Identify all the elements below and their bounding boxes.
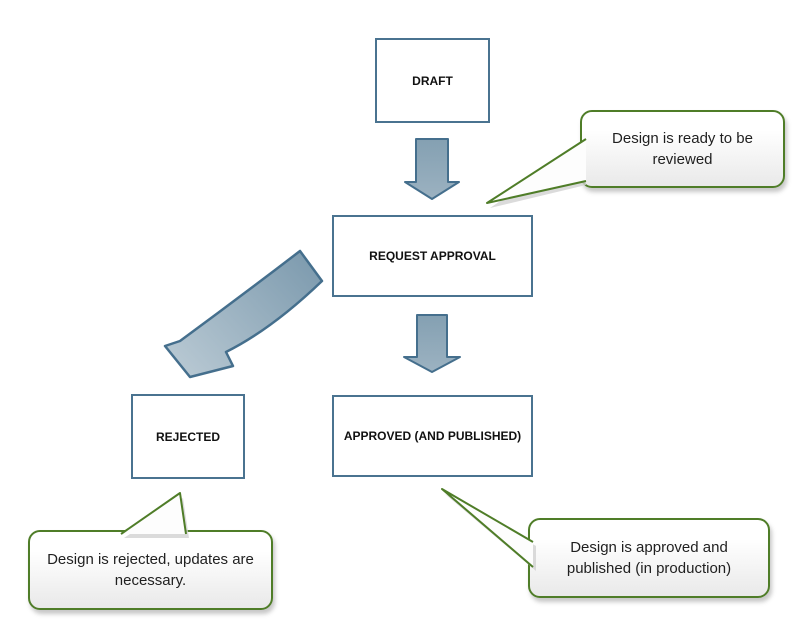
- callout-rejected-tail: [120, 492, 187, 535]
- callout-review-note: Design is ready to be reviewed: [580, 110, 785, 188]
- callout-approved-note-text: Design is approved and published (in pro…: [566, 539, 732, 577]
- node-draft-label: DRAFT: [412, 73, 453, 88]
- node-approved: APPROVED (AND PUBLISHED): [332, 395, 533, 477]
- callout-review-note-text: Design is ready to be reviewed: [612, 130, 753, 168]
- arrow-draft-to-request-approval: [404, 138, 460, 200]
- callout-rejected-note-text: Design is rejected, updates are necessar…: [47, 551, 254, 589]
- node-rejected: REJECTED: [131, 394, 245, 479]
- arrow-request-to-rejected: [163, 249, 324, 379]
- arrow-request-to-approved: [403, 314, 461, 373]
- node-rejected-label: REJECTED: [155, 429, 220, 444]
- callout-approved-note: Design is approved and published (in pro…: [528, 518, 770, 598]
- callout-approved-tail-shadow: [445, 494, 536, 571]
- node-draft: DRAFT: [375, 38, 490, 123]
- callout-review-tail-shadow: [490, 143, 586, 208]
- node-approved-label: APPROVED (AND PUBLISHED): [343, 429, 522, 443]
- callout-review-tail: [486, 138, 587, 204]
- node-request-approval: REQUEST APPROVAL: [332, 215, 533, 297]
- callout-rejected-note: Design is rejected, updates are necessar…: [28, 530, 273, 610]
- node-request-approval-label: REQUEST APPROVAL: [369, 249, 496, 263]
- callout-approved-tail: [441, 488, 534, 568]
